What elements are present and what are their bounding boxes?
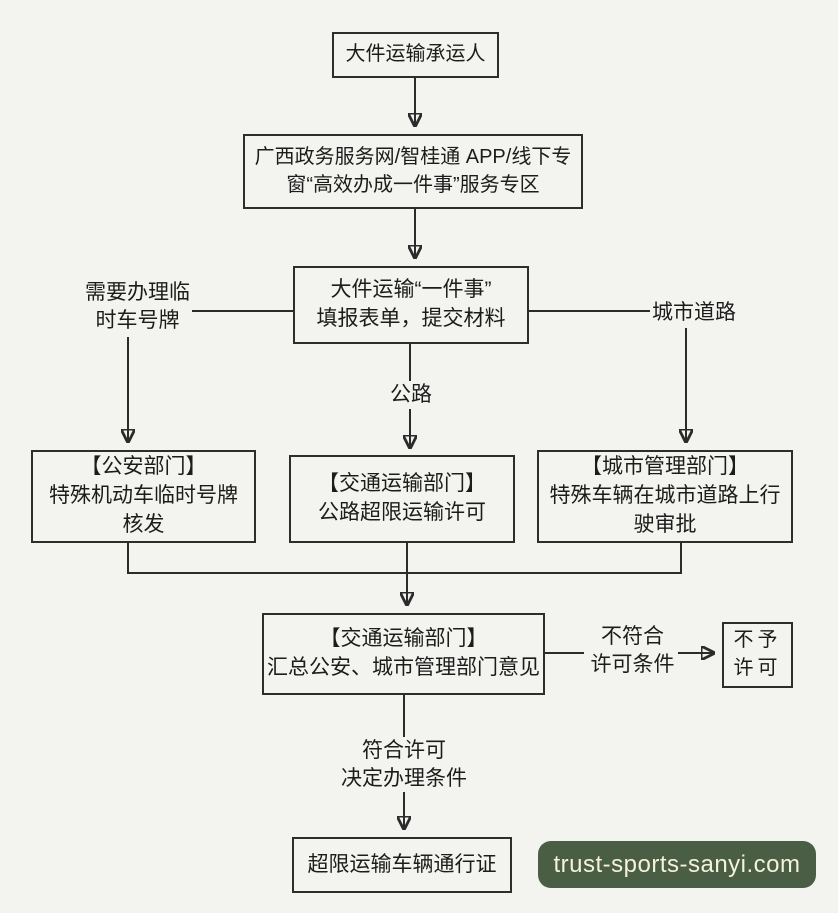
form-box-line1: 大件运输“一件事” bbox=[330, 278, 492, 302]
summary-box: 【交通运输部门】 汇总公安、城市管理部门意见 bbox=[262, 613, 545, 695]
portal-box: 广西政务服务网/智桂通 APP/线下专 窗“高效办成一件事”服务专区 bbox=[243, 134, 583, 209]
portal-box-line1: 广西政务服务网/智桂通 APP/线下专 bbox=[254, 145, 572, 168]
city-mgmt-box-line2: 特殊车辆在城市道路上行 bbox=[549, 484, 781, 508]
transport-box-line2: 公路超限运输许可 bbox=[318, 501, 486, 524]
watermark-badge: trust-sports-sanyi.com bbox=[538, 841, 816, 888]
label-not-qualified-line2: 许可条件 bbox=[590, 652, 675, 676]
label-highway: 公路 bbox=[379, 381, 443, 409]
label-qualified-line2: 决定办理条件 bbox=[341, 766, 467, 790]
city-mgmt-box-line3: 驶审批 bbox=[633, 512, 697, 536]
city-mgmt-box: 【城市管理部门】 特殊车辆在城市道路上行 驶审批 bbox=[537, 450, 793, 543]
deny-box: 不予 许可 bbox=[722, 622, 793, 688]
transport-box: 【交通运输部门】 公路超限运输许可 bbox=[289, 455, 515, 543]
line-merge bbox=[127, 543, 682, 574]
permit-box: 超限运输车辆通行证 bbox=[292, 837, 512, 893]
carrier-box: 大件运输承运人 bbox=[332, 32, 499, 78]
transport-box-line1: 【交通运输部门】 bbox=[318, 472, 486, 496]
carrier-box-text: 大件运输承运人 bbox=[345, 43, 486, 66]
police-box-line2: 特殊机动车临时号牌 bbox=[49, 484, 238, 508]
permit-box-text: 超限运输车辆通行证 bbox=[307, 852, 497, 876]
summary-box-line2: 汇总公安、城市管理部门意见 bbox=[267, 656, 540, 679]
police-box-line3: 核发 bbox=[122, 512, 165, 536]
label-qualified-line1: 符合许可 bbox=[362, 739, 446, 762]
label-qualified: 符合许可 决定办理条件 bbox=[334, 737, 474, 793]
police-box: 【公安部门】 特殊机动车临时号牌 核发 bbox=[31, 450, 256, 543]
deny-box-line2: 许可 bbox=[733, 657, 782, 679]
police-box-line1: 【公安部门】 bbox=[80, 455, 207, 479]
portal-box-line2: 窗“高效办成一件事”服务专区 bbox=[286, 173, 540, 196]
label-not-qualified-line1: 不符合 bbox=[601, 625, 664, 648]
label-city-road: 城市道路 bbox=[652, 301, 736, 324]
deny-box-line1: 不予 bbox=[733, 629, 782, 652]
summary-box-line1: 【交通运输部门】 bbox=[319, 627, 488, 651]
label-temp-plate-line1: 需要办理临 bbox=[85, 281, 190, 304]
label-not-qualified: 不符合 许可条件 bbox=[585, 623, 680, 678]
label-temp-plate-line2: 时车号牌 bbox=[95, 308, 180, 332]
form-box-line2: 填报表单，提交材料 bbox=[316, 307, 506, 330]
label-temp-plate: 需要办理临 时车号牌 bbox=[60, 279, 215, 334]
city-mgmt-box-line1: 【城市管理部门】 bbox=[581, 455, 749, 479]
form-box: 大件运输“一件事” 填报表单，提交材料 bbox=[293, 266, 529, 344]
